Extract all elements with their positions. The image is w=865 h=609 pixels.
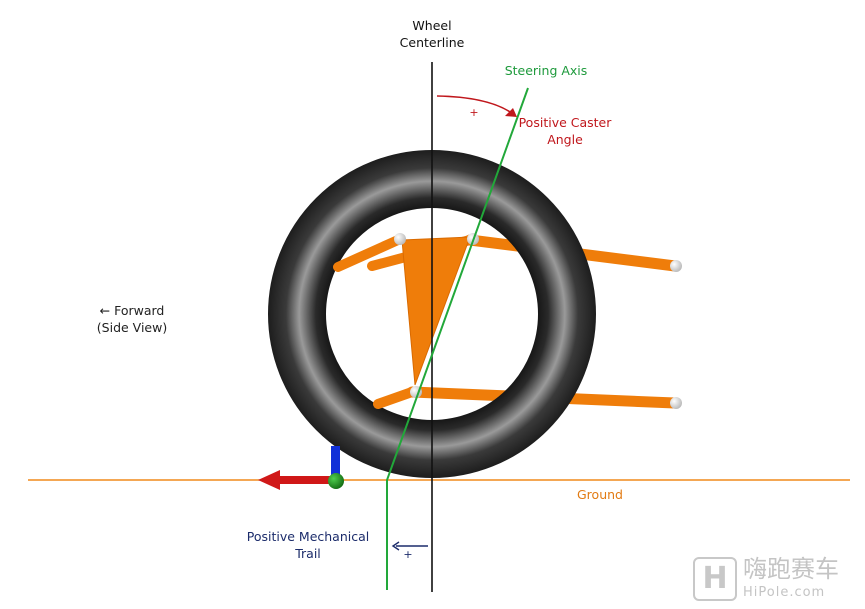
watermark-logo-icon: H (693, 557, 737, 601)
trail-arrowhead (391, 541, 400, 551)
trail-label-line1: Positive Mechanical (246, 529, 370, 544)
coordinate-axes (258, 446, 344, 490)
steering-axis-line (386, 87, 529, 590)
vertical-axis-arrow (331, 446, 340, 480)
wheel-centerline-label: Wheel Centerline (372, 17, 492, 51)
caster-label-line1: Positive Caster (518, 115, 612, 130)
front-upper-arm-a (333, 235, 403, 272)
caster-angle-arrowhead (505, 108, 517, 117)
positive-caster-angle-label: Positive Caster Angle (500, 114, 630, 148)
caster-sign-label: + (469, 106, 479, 119)
forward-axis-shaft (278, 476, 334, 484)
ground-label: Ground (577, 487, 623, 502)
wheel-centerline-label-line2: Centerline (399, 35, 465, 50)
front-suspension (333, 233, 479, 409)
axis-origin (328, 473, 344, 489)
watermark: H 嗨跑赛车 HiPole.com (693, 555, 863, 605)
rear-upper-ball-joint (670, 260, 682, 272)
upright (401, 236, 471, 386)
forward-label-line2: (Side View) (96, 320, 168, 335)
caster-label-line2: Angle (547, 132, 583, 147)
watermark-chinese-text: 嗨跑赛车 (743, 555, 839, 583)
upper-pivot-left (394, 233, 406, 245)
caster-angle-arc (436, 95, 514, 115)
rear-lower-ball-joint (670, 397, 682, 409)
forward-side-view-label: ← Forward (Side View) (62, 302, 202, 336)
trail-sign-label: + (403, 548, 413, 561)
forward-label-line1: ← Forward (99, 303, 165, 318)
trail-label-line2: Trail (295, 546, 321, 561)
wheel-centerline-label-line1: Wheel (412, 18, 452, 33)
forward-axis-arrowhead (258, 470, 280, 490)
watermark-url: HiPole.com (743, 585, 826, 600)
positive-mechanical-trail-label: Positive Mechanical Trail (228, 528, 388, 562)
steering-axis-label: Steering Axis (504, 63, 588, 78)
front-lower-arm (373, 387, 417, 409)
